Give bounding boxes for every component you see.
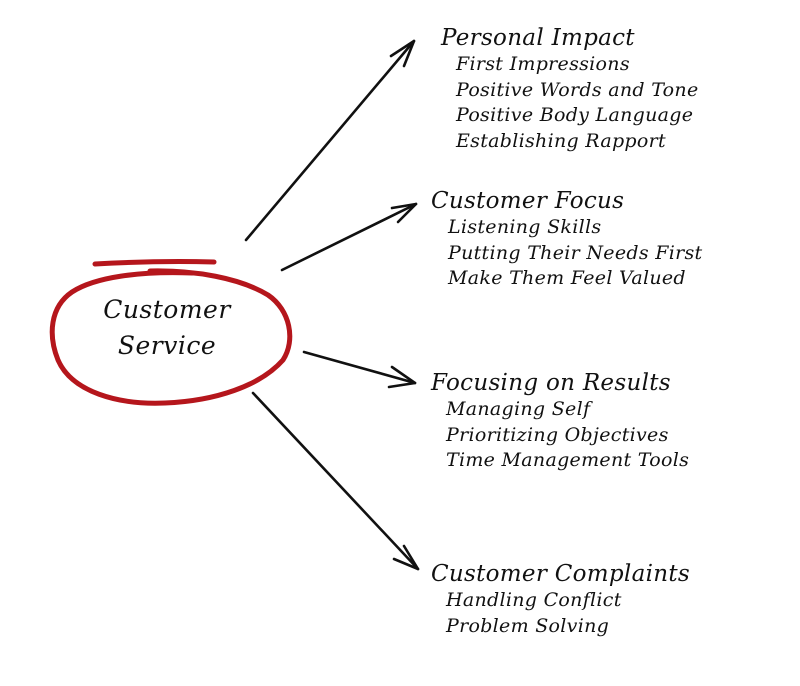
arrow-to-customer-complaints <box>251 391 420 571</box>
center-label-line1: Customer <box>103 295 231 324</box>
arrows <box>244 39 420 571</box>
arrow-to-personal-impact <box>244 39 416 242</box>
branch-focusing-on-results: Focusing on Results Managing Self Priori… <box>431 369 689 474</box>
branch-item: Problem Solving <box>446 614 610 637</box>
branch-item-list: Managing Self Prioritizing Objectives Ti… <box>431 397 689 474</box>
branch-item-list: Handling Conflict Problem Solving <box>431 588 690 639</box>
circle-top-stroke <box>92 259 217 267</box>
branch-item: Positive Words and Tone <box>456 78 699 101</box>
arrow-to-focusing-on-results <box>302 350 417 389</box>
center-label: Customer Service <box>62 292 272 364</box>
branch-item: Time Management Tools <box>446 449 690 471</box>
arrow-to-customer-focus <box>280 202 418 272</box>
branch-item: Putting Their Needs First <box>448 241 703 264</box>
branch-item-list: Listening Skills Putting Their Needs Fir… <box>431 215 702 292</box>
branch-heading: Customer Complaints <box>431 561 690 587</box>
branch-item: Make Them Feel Valued <box>448 267 686 289</box>
branch-heading: Customer Focus <box>431 188 625 214</box>
center-circle <box>49 259 293 406</box>
branch-heading: Focusing on Results <box>431 370 671 396</box>
branch-personal-impact: Personal Impact First Impressions Positi… <box>441 24 699 154</box>
branch-item: Managing Self <box>446 398 591 420</box>
branch-heading: Personal Impact <box>441 25 635 51</box>
center-label-line2: Service <box>117 331 217 360</box>
circle-outline <box>49 268 293 406</box>
branch-item: Positive Body Language <box>456 104 694 126</box>
branch-item: Listening Skills <box>448 216 602 238</box>
branch-customer-complaints: Customer Complaints Handling Conflict Pr… <box>431 560 690 639</box>
branch-item: Prioritizing Objectives <box>446 423 669 446</box>
branch-customer-focus: Customer Focus Listening Skills Putting … <box>431 187 702 292</box>
branch-item-list: First Impressions Positive Words and Ton… <box>441 52 699 154</box>
branch-item: First Impressions <box>456 53 630 75</box>
branch-item: Establishing Rapport <box>456 129 666 152</box>
branch-item: Handling Conflict <box>446 589 622 611</box>
